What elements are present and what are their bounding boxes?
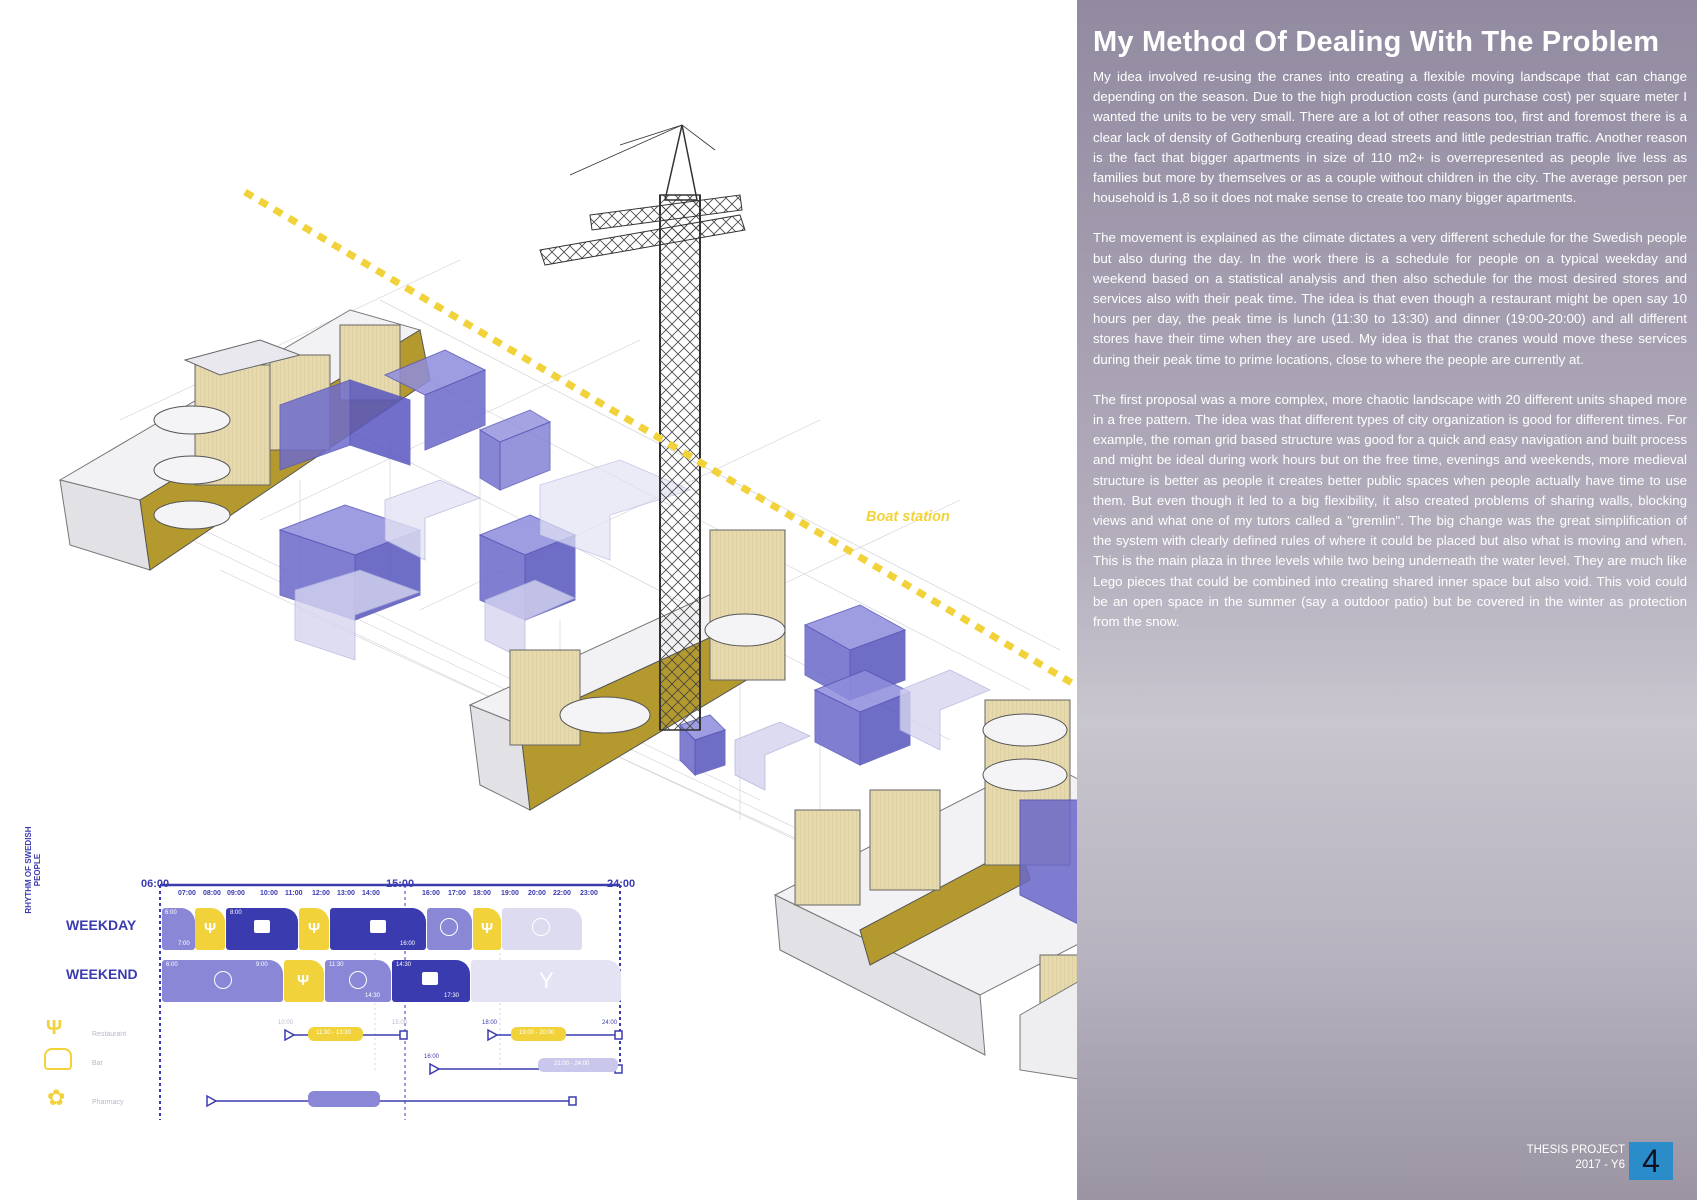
fork-knife-icon: Ψ: [308, 920, 321, 937]
clock-icon: [440, 918, 458, 936]
thesis-footer: THESIS PROJECT 2017 - Y6: [1500, 1143, 1625, 1173]
weekend-segment: 14:30 17:30: [392, 960, 470, 1002]
time-minor: 22:00: [553, 890, 571, 897]
project-year: 2017 - Y6: [1575, 1159, 1625, 1171]
time-minor: 10:00: [260, 890, 278, 897]
time-major: 06:00: [141, 878, 170, 890]
purple-unit-boxes: [278, 349, 912, 777]
segment-time: 17:30: [444, 993, 460, 999]
time-minor: 17:00: [448, 890, 466, 897]
restaurant-time: 15:00: [392, 1020, 408, 1026]
crane-tower: [539, 124, 746, 731]
paragraph-3: The first proposal was a more complex, m…: [1093, 391, 1687, 630]
fork-knife-icon: Ψ: [204, 920, 217, 937]
weekday-segment: 16:00: [330, 908, 426, 950]
restaurant-time: 18:00: [482, 1020, 498, 1026]
flower-icon: ✿: [47, 1085, 66, 1110]
weekday-segment: 6:00 7:00: [162, 908, 195, 950]
clock-icon: [349, 971, 367, 989]
glasses-icon: [44, 1048, 72, 1070]
right-pier: [773, 699, 1077, 1080]
segment-time: 14:30: [365, 993, 381, 999]
description-text: My idea involved re-using the cranes int…: [1093, 67, 1687, 652]
segment-time: 11:30: [329, 962, 344, 968]
restaurant-label: Restaurant: [92, 1031, 127, 1038]
weekday-segment: [502, 908, 582, 950]
time-minor: 14:00: [362, 890, 380, 897]
restaurant-peak-2: 19:00 - 20:00: [519, 1030, 555, 1036]
weekday-segment: Ψ: [473, 908, 501, 950]
time-minor: 19:00: [501, 890, 519, 897]
segment-time: 6:00: [166, 962, 178, 968]
weekday-segment: [427, 908, 472, 950]
page-title: My Method Of Dealing With The Problem: [1093, 26, 1660, 58]
restaurant-peak-1: 11:30 - 13:30: [316, 1030, 351, 1036]
segment-time: 16:00: [400, 941, 416, 947]
time-major: 24:00: [607, 878, 636, 890]
desk-icon: [370, 920, 386, 933]
segment-time: 7:00: [178, 941, 190, 947]
fork-knife-icon: Ψ: [297, 972, 310, 989]
weekend-segment: 6:00 9:00: [162, 960, 283, 1002]
isometric-site-drawing: Boat station: [58, 124, 1077, 1080]
paragraph-2: The movement is explained as the climate…: [1093, 230, 1687, 367]
time-minor: 23:00: [580, 890, 598, 897]
segment-time: 9:00: [256, 962, 268, 968]
time-minor: 16:00: [422, 890, 440, 897]
segment-time: 14:30: [396, 962, 412, 968]
fork-knife-icon: Ψ: [46, 1017, 63, 1039]
weekday-segment: 8:00: [226, 908, 298, 950]
boat-station-label: Boat station: [866, 509, 950, 525]
time-minor: 07:00: [178, 890, 196, 897]
moon-icon: [532, 918, 550, 936]
segment-time: 6:00: [165, 910, 177, 916]
time-minor: 13:00: [337, 890, 355, 897]
weekday-label: WEEKDAY: [66, 917, 137, 933]
desk-icon: [422, 972, 438, 985]
pale-unit-boxes: [294, 459, 991, 996]
bar-time: 16:00: [424, 1054, 440, 1060]
weekday-segment: Ψ: [195, 908, 225, 950]
boat-station-route: [243, 188, 1077, 690]
weekend-segment: 11:30 14:30: [325, 960, 391, 1002]
paragraph-1: My idea involved re-using the cranes int…: [1093, 69, 1687, 206]
clock-icon: [214, 971, 232, 989]
description-panel: My Method Of Dealing With The Problem My…: [1077, 0, 1697, 1200]
time-minor: 12:00: [312, 890, 330, 897]
rhythm-schedule: 06:00 15:00 24:00 07:00 08:00 09:00 10:0…: [24, 826, 660, 1130]
restaurant-time: 10:00: [278, 1020, 294, 1026]
page-number: 4: [1629, 1142, 1673, 1180]
cocktail-icon: Y: [539, 968, 554, 993]
segment-time: 8:00: [230, 910, 242, 916]
project-label: THESIS PROJECT: [1526, 1144, 1625, 1156]
fork-knife-icon: Ψ: [481, 920, 494, 937]
time-minor: 08:00: [203, 890, 221, 897]
time-minor: 18:00: [473, 890, 491, 897]
time-minor: 11:00: [285, 890, 303, 897]
bar-label: Bar: [92, 1060, 103, 1067]
time-minor: 09:00: [227, 890, 245, 897]
weekday-segment: Ψ: [299, 908, 329, 950]
time-minor: 20:00: [528, 890, 546, 897]
pharmacy-label: Pharmacy: [92, 1099, 124, 1106]
weekend-segment: Y: [471, 960, 621, 1002]
weekend-segment: Ψ: [284, 960, 324, 1002]
restaurant-time: 24:00: [602, 1020, 618, 1026]
service-timelines: [206, 1027, 623, 1108]
weekend-label: WEEKEND: [66, 966, 138, 982]
desk-icon: [254, 920, 270, 933]
bar-peak: 21:00 - 24:00: [554, 1061, 590, 1067]
